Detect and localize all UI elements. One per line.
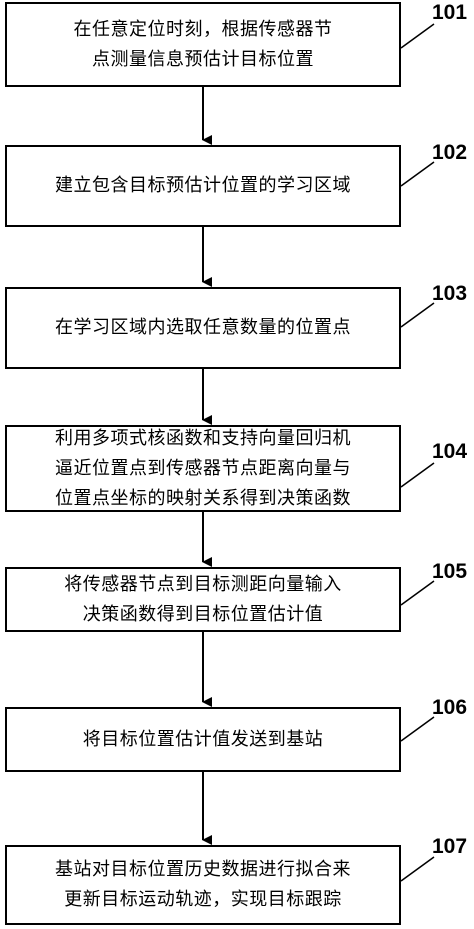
- step-id-101: 101: [432, 1, 468, 24]
- leader-104: [400, 462, 435, 488]
- leader-107: [400, 856, 435, 882]
- step-text-101: 在任意定位时刻，根据传感器节 点测量信息预估计目标位置: [73, 18, 333, 70]
- step-text-102: 建立包含目标预估计位置的学习区域: [55, 175, 351, 196]
- step-id-103: 103: [432, 282, 468, 305]
- step-id-107: 107: [432, 835, 468, 858]
- step-box-105: 将传感器节点到目标测距向量输入 决策函数得到目标位置估计值: [5, 567, 401, 632]
- leader-102: [400, 161, 435, 187]
- leader-103: [400, 302, 435, 328]
- leader-105: [400, 580, 435, 606]
- step-box-106: 将目标位置估计值发送到基站: [5, 707, 401, 772]
- step-text-105: 将传感器节点到目标测距向量输入 决策函数得到目标位置估计值: [64, 573, 342, 625]
- step-box-103: 在学习区域内选取任意数量的位置点: [5, 287, 401, 369]
- step-id-106: 106: [432, 696, 468, 719]
- step-box-102: 建立包含目标预估计位置的学习区域: [5, 145, 401, 227]
- step-text-107: 基站对目标位置历史数据进行拟合来 更新目标运动轨迹，实现目标跟踪: [55, 859, 351, 910]
- step-text-103: 在学习区域内选取任意数量的位置点: [55, 317, 351, 338]
- step-box-101: 在任意定位时刻，根据传感器节 点测量信息预估计目标位置: [5, 2, 401, 87]
- step-id-102: 102: [432, 141, 468, 164]
- step-id-105: 105: [432, 560, 468, 583]
- leader-106: [400, 716, 435, 742]
- step-box-107: 基站对目标位置历史数据进行拟合来 更新目标运动轨迹，实现目标跟踪: [5, 845, 401, 925]
- leader-101: [400, 23, 435, 49]
- step-text-106: 将目标位置估计值发送到基站: [82, 728, 324, 750]
- step-box-104: 利用多项式核函数和支持向量回归机 逼近位置点到传感器节点距离向量与 位置点坐标的…: [5, 425, 401, 512]
- step-id-104: 104: [432, 440, 468, 463]
- step-text-104: 利用多项式核函数和支持向量回归机 逼近位置点到传感器节点距离向量与 位置点坐标的…: [55, 427, 351, 509]
